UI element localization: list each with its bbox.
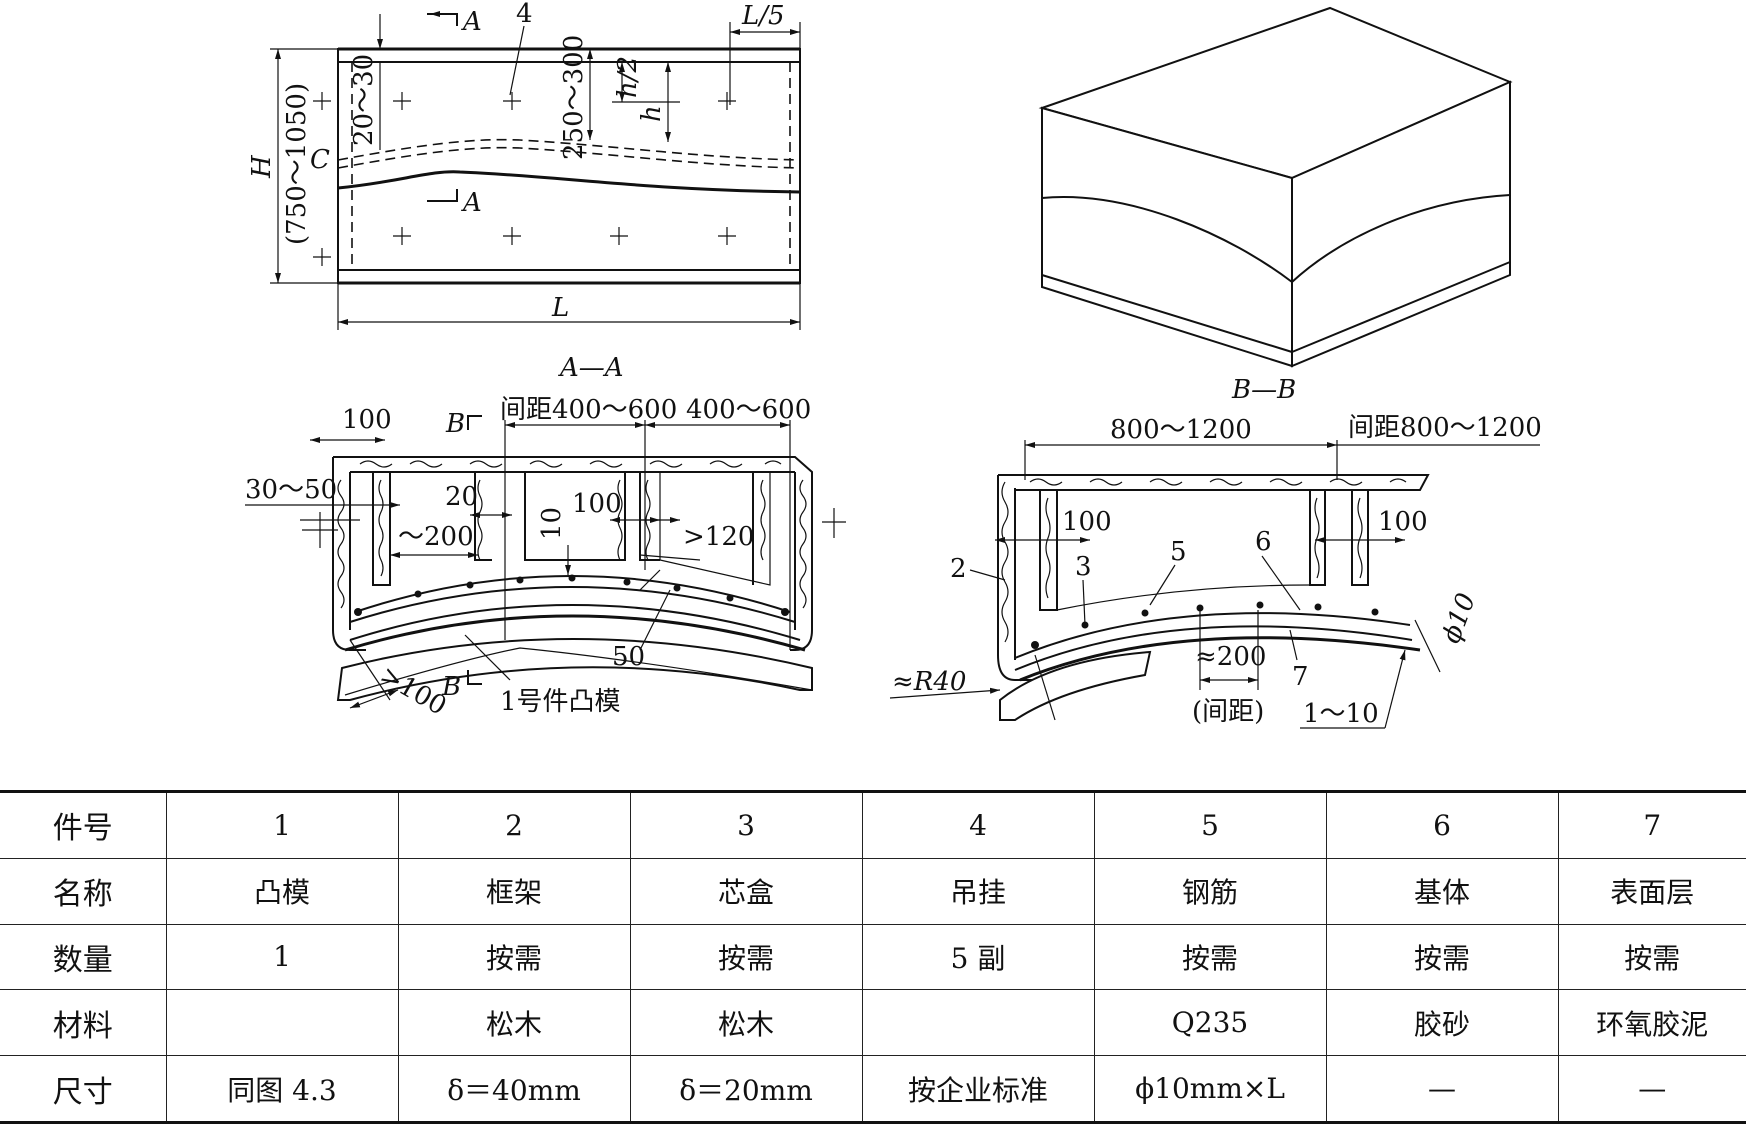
table-cell: — — [1557, 1055, 1746, 1124]
dim-aa-100: 100 — [342, 405, 392, 435]
row-head: 数量 — [0, 923, 167, 991]
table-cell — [861, 989, 1095, 1057]
table-cell — [165, 989, 399, 1057]
dim-l-fifth: L/5 — [741, 1, 785, 31]
dim-height-h: H — [247, 154, 277, 179]
table-cell: 同图 4.3 — [165, 1055, 399, 1124]
table-row: 名称 凸模 框架 芯盒 吊挂 钢筋 基体 表面层 — [0, 857, 1746, 925]
table-cell: 表面层 — [1557, 857, 1746, 925]
label-2: 2 — [950, 554, 967, 584]
table-cell: 胶砂 — [1325, 989, 1559, 1057]
front-view: A A 4 L/5 H (750～1050) 20～30 250～300 h/2… — [247, 0, 801, 330]
part-4-label: 4 — [516, 0, 533, 29]
table-cell: 1 — [165, 923, 399, 991]
dim-aa-50: 50 — [612, 642, 645, 672]
dim-bb-1-10: 1～10 — [1303, 699, 1379, 729]
isometric-view — [1038, 6, 1513, 368]
dim-bb-800-1200: 800～1200 — [1110, 415, 1252, 445]
label-3: 3 — [1075, 552, 1092, 582]
table-cell: 5 — [1093, 790, 1327, 859]
table-cell: 钢筋 — [1093, 857, 1327, 925]
row-head: 件号 — [0, 790, 167, 859]
table-row: 尺寸 同图 4.3 δ＝40mm δ＝20mm 按企业标准 ϕ10mm×L — … — [0, 1055, 1746, 1124]
center-label-c: C — [310, 145, 330, 175]
table-cell: 5 副 — [861, 923, 1095, 991]
dim-h: h — [637, 105, 667, 122]
dim-aa-20: 20 — [445, 482, 478, 512]
table-cell: 2 — [397, 790, 631, 859]
table-cell: 按需 — [1093, 923, 1327, 991]
table-row: 数量 1 按需 按需 5 副 按需 按需 按需 — [0, 923, 1746, 991]
spacing-400-600-a: 间距400～600 — [500, 395, 677, 425]
table-cell: 基体 — [1325, 857, 1559, 925]
dim-length-l: L — [551, 293, 569, 323]
dim-aa-30-50: 30～50 — [245, 475, 337, 505]
label-7: 7 — [1292, 662, 1309, 692]
dim-bb-right-100: 100 — [1378, 507, 1428, 537]
row-head: 材料 — [0, 989, 167, 1057]
table-row: 材料 松木 松木 Q235 胶砂 环氧胶泥 — [0, 989, 1746, 1057]
section-aa-title: A—A — [558, 353, 624, 383]
table-cell: 3 — [629, 790, 863, 859]
row-head: 名称 — [0, 857, 167, 925]
dim-bb-left-100: 100 — [1062, 507, 1112, 537]
die-label: 1号件凸模 — [500, 687, 621, 717]
table-cell: ϕ10mm×L — [1093, 1055, 1327, 1124]
dim-mid-250-300: 250～300 — [559, 35, 589, 160]
cut-mark-b-bottom: B — [441, 672, 461, 702]
section-a-a: A—A — [245, 353, 846, 722]
parts-table: 件号 1 2 3 4 5 6 7 名称 凸模 框架 芯盒 吊挂 钢筋 基体 表面… — [0, 790, 1746, 1124]
dim-aa-10: 10 — [537, 507, 567, 540]
table-cell: 按企业标准 — [861, 1055, 1095, 1124]
table-cell: 框架 — [397, 857, 631, 925]
label-5: 5 — [1170, 537, 1187, 567]
spacing-bb-800-1200: 间距800～1200 — [1348, 413, 1542, 443]
table-cell: 芯盒 — [629, 857, 863, 925]
label-6: 6 — [1255, 527, 1272, 557]
table-cell: 1 — [165, 790, 399, 859]
dim-h-half: h/2 — [613, 56, 643, 98]
table-cell: δ＝40mm — [397, 1055, 631, 1124]
dim-height-range: (750～1050) — [282, 83, 312, 245]
table-cell: 凸模 — [165, 857, 399, 925]
dim-bb-dia: ϕ10 — [1436, 589, 1482, 647]
table-cell: 按需 — [1557, 923, 1746, 991]
section-mark-a-top: A — [461, 7, 482, 37]
table-cell: 4 — [861, 790, 1095, 859]
section-mark-a-bottom: A — [461, 188, 482, 218]
table-cell: 按需 — [629, 923, 863, 991]
spacing-400-600-b: 400～600 — [686, 395, 811, 425]
table-cell: 按需 — [397, 923, 631, 991]
spacing-note: (间距) — [1192, 697, 1264, 727]
table-cell: 环氧胶泥 — [1557, 989, 1746, 1057]
table-cell: 吊挂 — [861, 857, 1095, 925]
dim-aa-100b: 100 — [572, 489, 622, 519]
cut-mark-b-top: B — [445, 409, 465, 439]
row-head: 尺寸 — [0, 1055, 167, 1124]
dim-bb-r40: ≈R40 — [892, 667, 966, 697]
technical-drawing: A A 4 L/5 H (750～1050) 20～30 250～300 h/2… — [245, 0, 1542, 729]
section-b-b: B—B 800～1200 间距800～120 — [889, 375, 1542, 729]
section-bb-title: B—B — [1231, 375, 1296, 405]
table-cell: — — [1325, 1055, 1559, 1124]
dim-bb-200: ≈200 — [1195, 642, 1266, 672]
table-row: 件号 1 2 3 4 5 6 7 — [0, 790, 1746, 859]
table-cell: 按需 — [1325, 923, 1559, 991]
table-cell: 松木 — [629, 989, 863, 1057]
table-cell: 6 — [1325, 790, 1559, 859]
table-cell: Q235 — [1093, 989, 1327, 1057]
dim-aa-120: >120 — [683, 522, 754, 552]
table-cell: 松木 — [397, 989, 631, 1057]
table-cell: 7 — [1557, 790, 1746, 859]
dim-edge-20-30: 20～30 — [349, 54, 379, 146]
dim-aa-200: ～200 — [398, 522, 474, 552]
table-cell: δ＝20mm — [629, 1055, 863, 1124]
